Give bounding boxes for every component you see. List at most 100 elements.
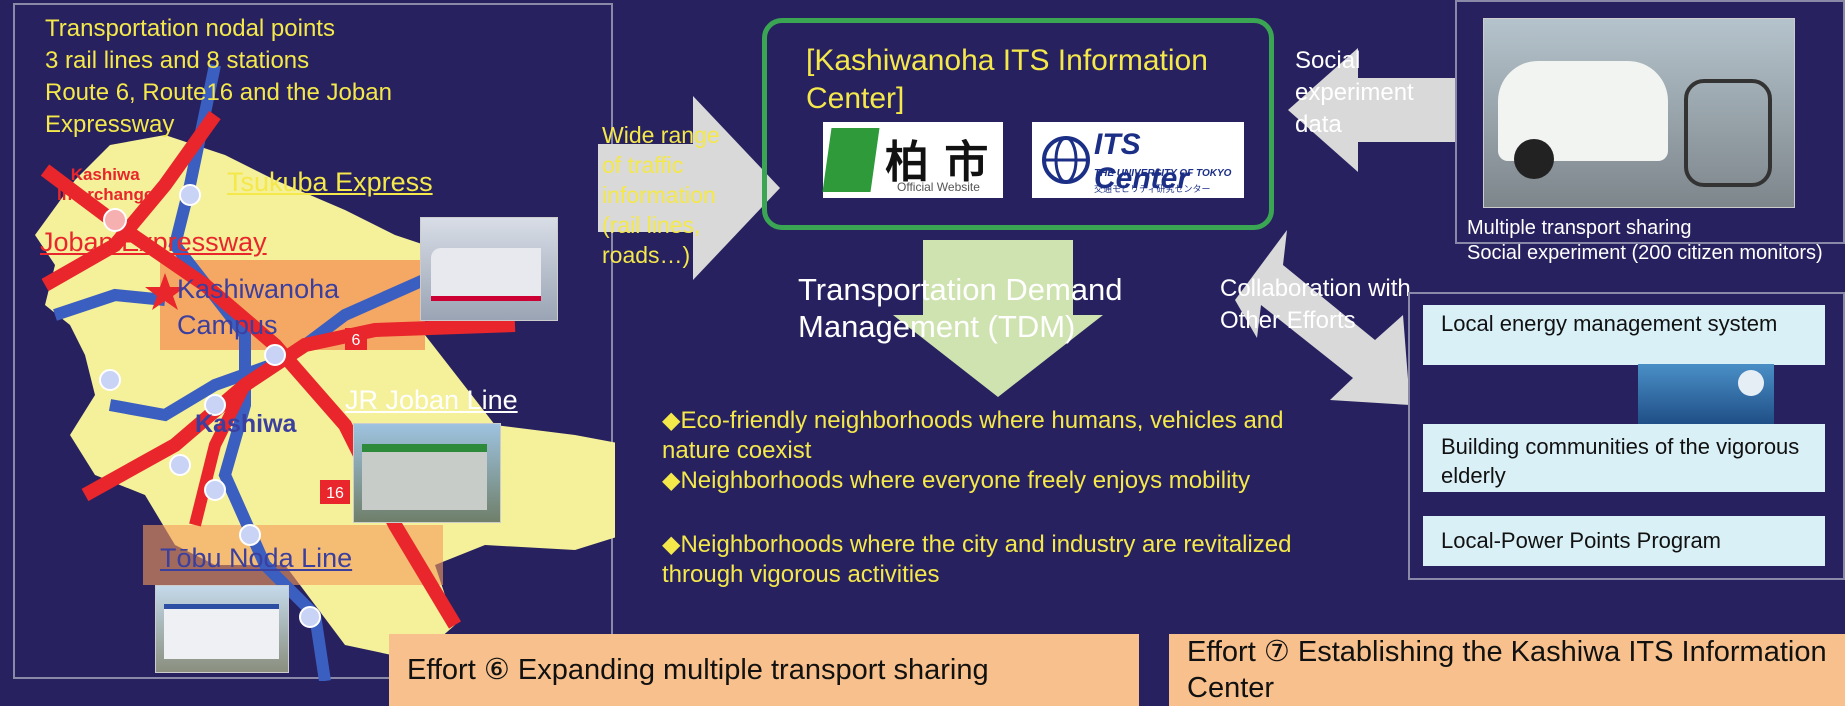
collaboration-text: Collaboration with Other Efforts [1220, 273, 1411, 337]
station-marker [204, 394, 226, 416]
tsukuba-express-label: Tsukuba Express [227, 167, 433, 197]
elderly-communities-box: Building communities of the vigorous eld… [1423, 424, 1825, 492]
wide-range-arrow [598, 96, 780, 280]
campus-label-line: Campus [177, 310, 278, 340]
train-body [164, 604, 279, 659]
interchange-label-line: Interchange [57, 185, 154, 204]
route-road-south [189, 382, 251, 527]
route6-number: 6 [352, 332, 361, 349]
goals-list: ◆Eco-friendly neighborhoods where humans… [662, 406, 1291, 590]
social-line: Social [1295, 47, 1361, 74]
kashiwa-leaf-icon [822, 128, 880, 192]
campus-label-line: Kashiwanoha [177, 274, 340, 304]
campus-label: Kashiwanoha Campus [177, 271, 339, 343]
train-body [362, 444, 487, 510]
its-center-box [762, 18, 1274, 230]
stations [99, 184, 321, 628]
bike-frame [1684, 79, 1772, 187]
station-marker [264, 344, 286, 366]
station-marker [169, 454, 191, 476]
arrow-shape [1235, 230, 1410, 405]
wide-range-line: Wide range [602, 122, 720, 148]
map-header-line: Route 6, Route16 and the Joban [45, 79, 392, 106]
jr-train-photo [353, 423, 501, 523]
train-body [431, 248, 541, 301]
wide-range-line: (rail lines, [602, 212, 701, 238]
goal-item: ◆Eco-friendly neighborhoods where humans… [662, 407, 1284, 434]
kashiwa-city-logo[interactable]: 柏 市 Official Website [822, 122, 1003, 198]
map-header-line: Transportation nodal points [45, 15, 335, 42]
wide-range-line: roads…) [602, 242, 691, 268]
joban-expressway-label: Joban Expressway [40, 227, 267, 257]
its-center-wordmark: ITS Center [1094, 128, 1190, 195]
station-marker [179, 184, 201, 206]
energy-monitor-photo [1638, 364, 1774, 424]
social-line: data [1295, 111, 1342, 138]
route6-shield-icon [345, 328, 367, 350]
kashiwa-interchange-label: Kashiwa Interchange [57, 165, 153, 205]
official-website-label: Official Website [897, 180, 980, 194]
interchange-marker [103, 208, 127, 232]
collaboration-line: Collaboration with [1220, 275, 1411, 302]
collaboration-arrow [1235, 230, 1410, 405]
its-center-title: [Kashiwanoha ITS Information Center] [806, 44, 1208, 115]
goal-item: ◆Neighborhoods where everyone freely enj… [662, 467, 1251, 494]
jr-joban-label: JR Joban Line [345, 385, 518, 415]
map-header-line: Expressway [45, 111, 175, 138]
tsukuba-express-line [168, 63, 331, 681]
jr-joban-line [108, 269, 438, 422]
social-experiment-text: Social experiment data [1295, 45, 1414, 141]
local-power-points-box: Local-Power Points Program [1423, 516, 1825, 566]
map-panel: 6 16 Transportation nodal points 3 rail … [13, 3, 615, 681]
goal-item: ◆Neighborhoods where the city and indust… [662, 531, 1292, 558]
kashiwa-label: Kashiwa [195, 410, 297, 438]
kashiwa-map: 6 16 [35, 63, 615, 681]
social-data-arrow [1288, 48, 1455, 172]
station-marker [299, 606, 321, 628]
ev-sharing-photo [1483, 18, 1795, 208]
station-marker [239, 524, 261, 546]
sharing-panel: Multiple transport sharing Social experi… [1455, 0, 1845, 264]
kashiwa-city-kanji: 柏 市 [885, 137, 989, 188]
effort-six-banner: Effort ⑥ Expanding multiple transport sh… [389, 634, 1139, 706]
campus-star-icon [145, 273, 185, 310]
station-marker [204, 479, 226, 501]
blue-branch [53, 288, 166, 321]
arrow-shape [893, 240, 1103, 397]
tdm-down-arrow [893, 240, 1103, 397]
wide-range-line: of traffic [602, 152, 684, 178]
sharing-caption: Multiple transport sharing Social experi… [1467, 216, 1823, 266]
tsukuba-train-photo [420, 217, 558, 321]
energy-management-box: Local energy management system [1423, 305, 1825, 365]
arrow-shape [598, 96, 780, 280]
route16-road-north [41, 110, 221, 292]
social-line: experiment [1295, 79, 1414, 106]
tdm-line: Management (TDM) [798, 309, 1076, 344]
person-icon [1738, 370, 1764, 396]
arrow-shape [1288, 48, 1455, 172]
tobu-train-photo [155, 585, 289, 673]
goal-item: nature coexist [662, 437, 812, 464]
goal-item: through vigorous activities [662, 561, 940, 588]
university-label: THE UNIVERSITY OF TOKYO [1094, 168, 1232, 179]
wide-range-text: Wide range of traffic information (rail … [602, 120, 720, 270]
mobility-center-label: 交通モビリティ研究センター [1094, 185, 1211, 195]
effort-seven-banner: Effort ⑦ Establishing the Kashiwa ITS In… [1169, 634, 1845, 706]
map-header: Transportation nodal points 3 rail lines… [45, 13, 392, 141]
car-wheel [1514, 139, 1554, 179]
globe-icon [1042, 136, 1090, 184]
tdm-line: Transportation Demand [798, 272, 1123, 307]
goal-spacer [662, 496, 1291, 530]
route16-shield-icon [320, 480, 350, 504]
its-center-logo[interactable]: ITS Center THE UNIVERSITY OF TOKYO 交通モビリ… [1032, 122, 1244, 198]
wide-range-line: information [602, 182, 716, 208]
tdm-label: Transportation Demand Management (TDM) [798, 271, 1123, 345]
other-efforts-panel [1408, 292, 1845, 580]
interchange-label-line: Kashiwa [70, 165, 140, 184]
map-header-line: 3 rail lines and 8 stations [45, 47, 310, 74]
collaboration-line: Other Efforts [1220, 307, 1356, 334]
sharing-caption-line: Social experiment (200 citizen monitors) [1467, 242, 1823, 264]
tobu-noda-label: Tōbu Noda Line [160, 543, 353, 573]
sharing-caption-line: Multiple transport sharing [1467, 217, 1692, 239]
route16-number: 16 [326, 485, 344, 502]
